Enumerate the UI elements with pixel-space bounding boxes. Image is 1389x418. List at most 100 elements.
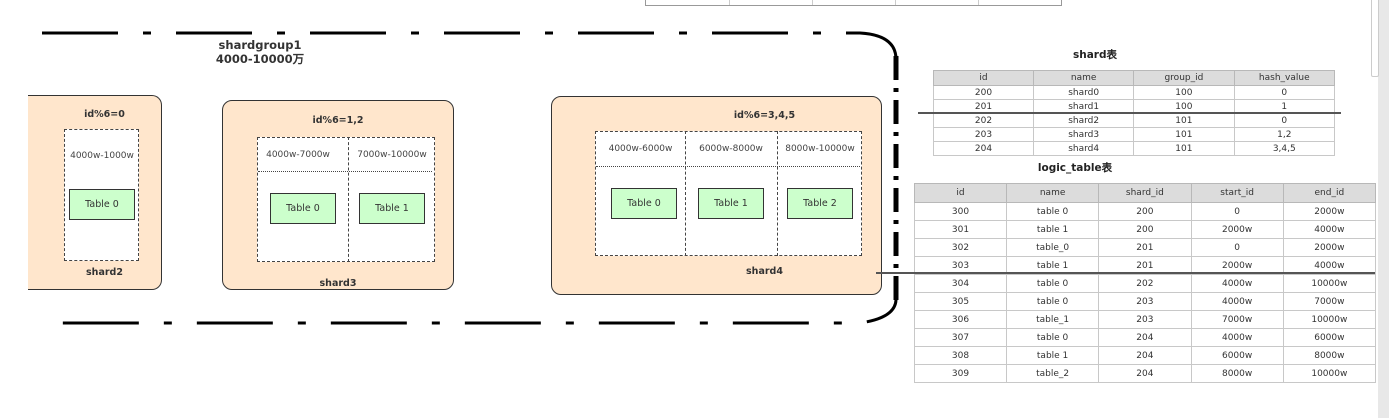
column-header: shard_id xyxy=(1098,183,1192,203)
table-cell: 1,2 xyxy=(1233,127,1336,142)
shard-name: shard4 xyxy=(746,266,783,277)
table-header-row: id name group_id hash_value xyxy=(932,70,1336,86)
table-cell: 204 xyxy=(1098,328,1192,347)
table-box[interactable]: Table 0 xyxy=(611,188,677,219)
range-label: 4000w-7000w xyxy=(266,150,330,160)
range-label: 7000w-10000w xyxy=(357,150,427,160)
table-cell: 100 xyxy=(1133,85,1235,100)
scrollbar-thumb[interactable] xyxy=(1371,0,1379,77)
column-header: name xyxy=(1033,70,1135,86)
column-header: hash_value xyxy=(1233,70,1336,86)
table-cell: table_0 xyxy=(1005,238,1100,257)
table-box[interactable]: Table 1 xyxy=(359,193,425,224)
range-label: 4000w-6000w xyxy=(608,144,673,154)
table-cell: table_1 xyxy=(1005,310,1100,329)
table-cell: 204 xyxy=(1098,346,1192,365)
table-cell: 6000w xyxy=(1282,328,1377,347)
table-header-row: id name shard_id start_id end_id xyxy=(914,183,1377,203)
table-cell: table 1 xyxy=(1005,220,1100,239)
table-cell: 4000w xyxy=(1190,274,1284,293)
column-divider xyxy=(978,0,979,5)
shardgroup-range: 4000-10000万 xyxy=(215,52,305,66)
column-divider xyxy=(895,0,896,5)
table-cell: 309 xyxy=(914,364,1007,383)
connector-line xyxy=(918,112,1341,114)
table-cell: 200 xyxy=(1098,220,1192,239)
table-cell: 301 xyxy=(914,220,1007,239)
table-cell: table 0 xyxy=(1005,292,1100,311)
table-cell: 201 xyxy=(1098,238,1192,257)
table-cell: 202 xyxy=(1098,274,1192,293)
table-cell: shard3 xyxy=(1033,127,1135,142)
table-box[interactable]: Table 2 xyxy=(787,188,853,219)
table-cell: 2000w xyxy=(1190,220,1284,239)
table-cell: 307 xyxy=(914,328,1007,347)
table-box[interactable]: Table 1 xyxy=(698,188,764,219)
column-divider xyxy=(729,0,730,5)
shard-name: shard2 xyxy=(86,267,123,278)
range-box: 4000w-6000w 6000w-8000w 8000w-10000w Tab… xyxy=(595,131,862,256)
shard-table-title: shard表 xyxy=(1072,49,1117,61)
table-cell: 0 xyxy=(1190,238,1284,257)
partial-table-bottom-edge xyxy=(645,0,1062,6)
table-cell: 101 xyxy=(1133,127,1235,142)
shard-box-shard3[interactable]: id%6=1,2 4000w-7000w 7000w-10000w Table … xyxy=(222,100,454,290)
shard-name: shard3 xyxy=(319,278,357,289)
table-cell: 3,4,5 xyxy=(1233,141,1336,156)
column-header: id xyxy=(914,183,1007,203)
table-cell: table 1 xyxy=(1005,346,1100,365)
logic-table-title: logic_table表 xyxy=(1037,162,1113,174)
table-cell: table 0 xyxy=(1005,202,1100,221)
table-cell: table 0 xyxy=(1005,274,1100,293)
shard-box-shard4[interactable]: id%6=3,4,5 4000w-6000w 6000w-8000w 8000w… xyxy=(551,96,882,295)
dotted-separator xyxy=(258,171,432,172)
shardgroup-title: shardgroup1 xyxy=(218,38,302,52)
table-cell: 304 xyxy=(914,274,1007,293)
table-cell: 203 xyxy=(1098,310,1192,329)
range-divider xyxy=(348,137,349,262)
table-cell: shard0 xyxy=(1033,85,1135,100)
table-cell: 302 xyxy=(914,238,1007,257)
shard-condition: id%6=3,4,5 xyxy=(733,110,796,121)
range-label: 8000w-10000w xyxy=(785,144,855,154)
table-cell: 200 xyxy=(1098,202,1192,221)
connector-line xyxy=(876,272,1375,274)
table-box[interactable]: Table 0 xyxy=(69,189,135,220)
table-cell: 6000w xyxy=(1190,346,1284,365)
table-cell: 4000w xyxy=(1190,292,1284,311)
range-label: 6000w-8000w xyxy=(699,144,763,154)
table-cell: shard4 xyxy=(1033,141,1135,156)
table-box[interactable]: Table 0 xyxy=(270,193,336,224)
shard-box-shard2[interactable]: id%6=0 4000w-1000w Table 0 shard2 xyxy=(28,95,162,290)
table-cell: 2000w xyxy=(1282,202,1377,221)
table-cell: 7000w xyxy=(1190,310,1284,329)
shard-condition: id%6=0 xyxy=(84,109,125,120)
shardgroup-label: shardgroup1 4000-10000万 xyxy=(190,38,330,66)
column-header: name xyxy=(1005,183,1100,203)
table-cell: 101 xyxy=(1133,113,1235,128)
table-cell: 0 xyxy=(1233,85,1336,100)
table-cell: 308 xyxy=(914,346,1007,365)
scrollbar-track[interactable] xyxy=(1378,0,1389,418)
column-header: end_id xyxy=(1282,183,1377,203)
table-cell: 8000w xyxy=(1190,364,1284,383)
table-cell: 305 xyxy=(914,292,1007,311)
table-cell: shard2 xyxy=(1033,113,1135,128)
table-cell: 2000w xyxy=(1282,238,1377,257)
table-cell: 204 xyxy=(932,141,1035,156)
range-divider xyxy=(685,131,686,256)
table-cell: 0 xyxy=(1233,113,1336,128)
